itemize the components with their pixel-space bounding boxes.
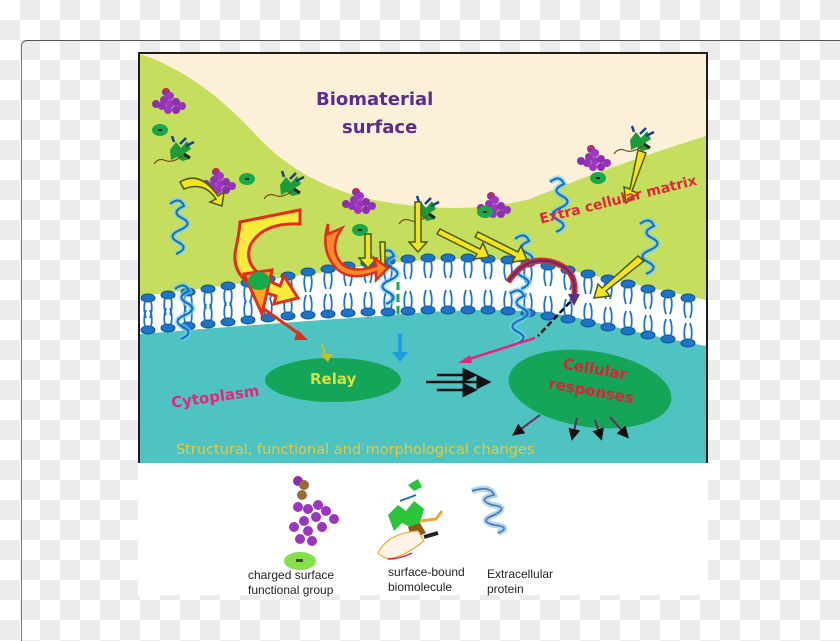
biomolecule-icon (377, 479, 444, 560)
legend-item-charged-group: charged surface functional group (248, 568, 335, 597)
legend-icons (284, 476, 507, 570)
biomaterial-surface-label: Biomaterial surface (316, 89, 434, 138)
legend-item-protein: Extracellular protein (487, 567, 554, 596)
outer-frame (21, 40, 840, 641)
charged-group-icon (284, 476, 339, 570)
legend-item-biomolecule: surface-bound biomolecule (388, 565, 465, 594)
legend: charged surface functional group surface… (138, 463, 708, 597)
diagram-illustration (140, 54, 706, 463)
figure-panel: Biomaterial surface Extra cellular matri… (138, 52, 708, 597)
protein-coil-icon (471, 485, 507, 536)
relay-label: Relay (310, 370, 357, 388)
cell-biomaterial-diagram: Biomaterial surface Extra cellular matri… (138, 52, 708, 463)
changes-label: Structural, functional and morphological… (176, 442, 535, 458)
